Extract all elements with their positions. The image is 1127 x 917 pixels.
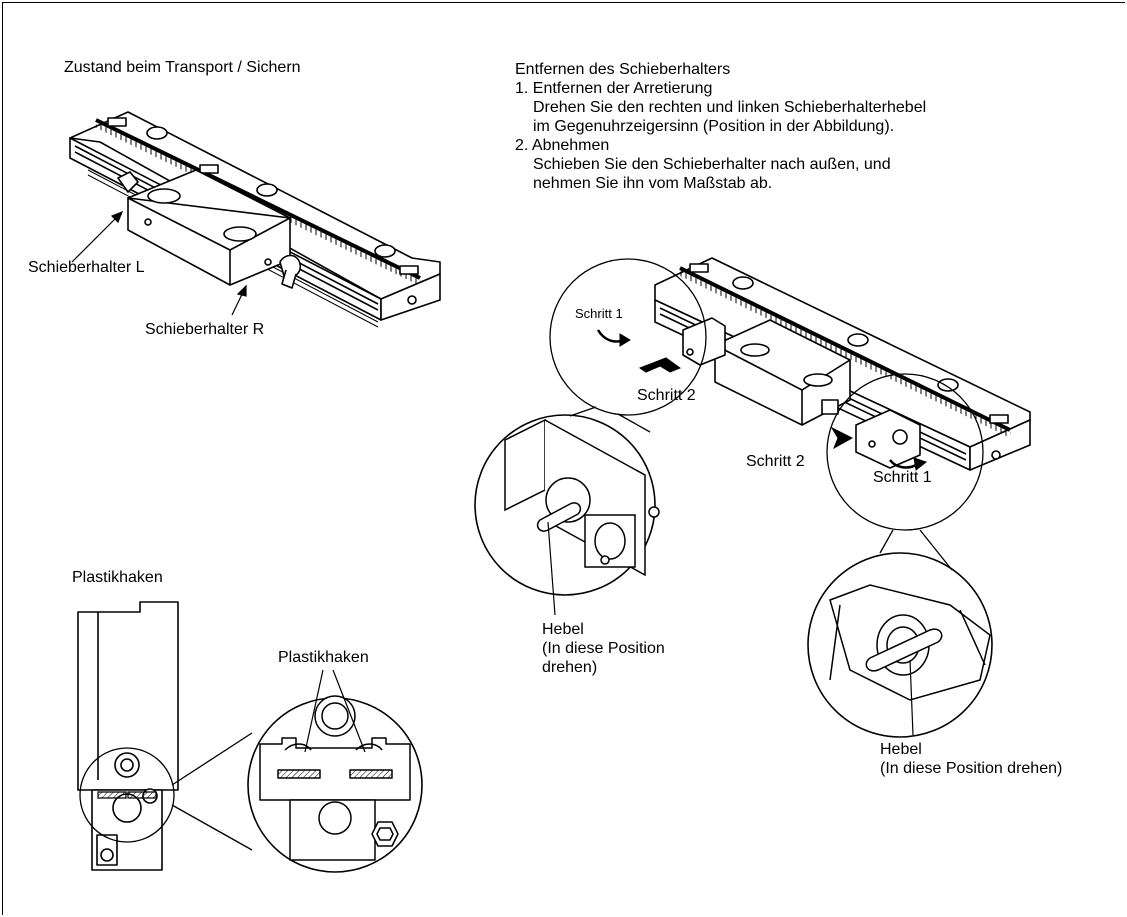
lever-detail-left (504, 418, 660, 577)
hebel-left-line2: (In diese Position (542, 640, 665, 657)
step-arrows (596, 329, 928, 471)
hebel-right-line1: Hebel (880, 741, 922, 758)
leader-lines-left (71, 210, 247, 316)
hebel-left-line3: drehen) (542, 659, 598, 676)
schieberhalter-l-label: Schieberhalter L (28, 259, 145, 276)
schritt-1-right-label: Schritt 1 (873, 469, 932, 486)
schritt-2-right-label: Schritt 2 (746, 453, 805, 470)
hook-detail-circle (247, 669, 423, 873)
transport-scale-drawing (69, 111, 441, 328)
hebel-left-line1: Hebel (542, 621, 584, 638)
step2-line2: nehmen Sie ihn vom Maßstab ab. (533, 175, 773, 192)
step2-line1: Schieben Sie den Schieberhalter nach auß… (533, 156, 891, 173)
step1-line1: Drehen Sie den rechten und linken Schieb… (533, 99, 927, 116)
hebel-left-label: Hebel (In diese Position drehen) (542, 620, 665, 677)
hebel-right-label: Hebel (In diese Position drehen) (880, 740, 1062, 778)
schritt-2-left-label: Schritt 2 (637, 387, 696, 404)
plastikhaken-callout: Plastikhaken (278, 649, 369, 666)
step1-title: 1. Entfernen der Arretierung (515, 80, 713, 97)
schieberhalter-r-label: Schieberhalter R (145, 321, 265, 338)
removal-scale-drawing (654, 257, 1031, 471)
plastic-hook-drawing (77, 601, 179, 871)
hebel-leaders (547, 521, 914, 736)
step1-line2: im Gegenuhrzeigersinn (Position in der A… (533, 118, 895, 135)
hook-magnifier (79, 732, 253, 851)
hook-small-detail (97, 791, 157, 799)
transport-state-title: Zustand beim Transport / Sichern (64, 59, 301, 76)
hebel-right-line2: (In diese Position drehen) (880, 760, 1063, 777)
plastikhaken-title: Plastikhaken (72, 569, 163, 586)
schritt-1-top-label: Schritt 1 (575, 306, 623, 321)
removal-instructions: Entfernen des Schieberhalters 1. Entfern… (515, 60, 926, 193)
step2-title: 2. Abnehmen (515, 137, 610, 154)
instructions-heading: Entfernen des Schieberhalters (515, 61, 731, 78)
lever-detail-right (829, 584, 991, 701)
